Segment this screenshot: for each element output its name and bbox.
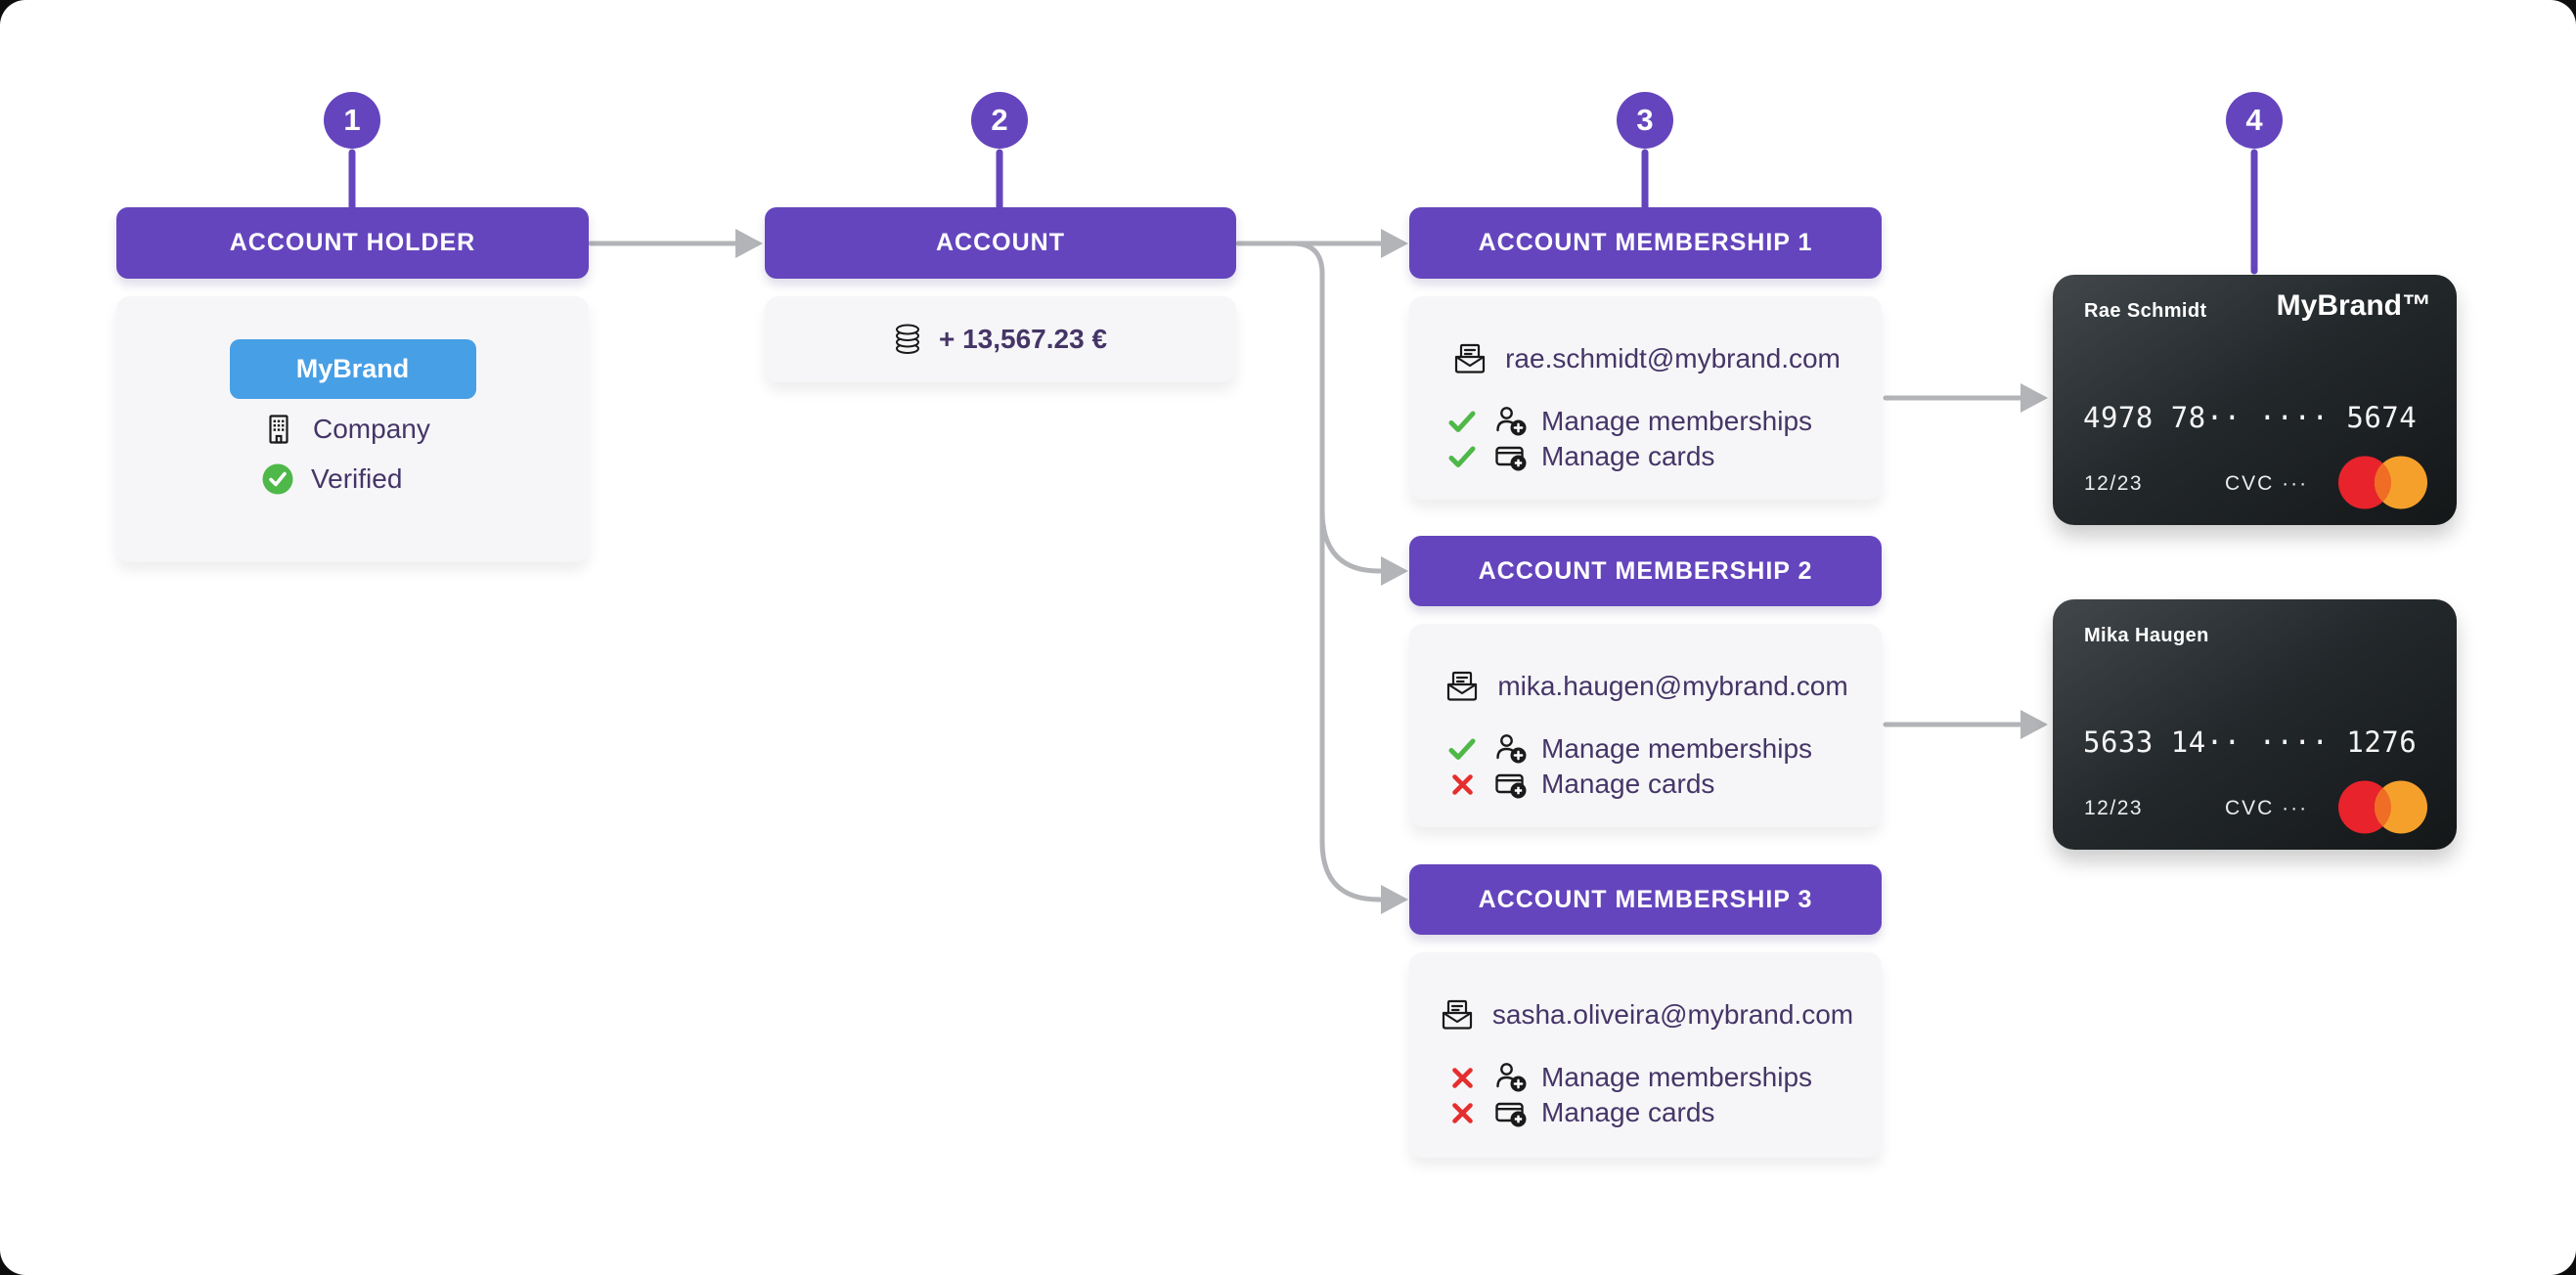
verified-check-circle-icon [262, 463, 293, 495]
permission-label: Manage cards [1541, 1097, 1715, 1127]
balance-amount: + 13,567.23 € [938, 324, 1108, 354]
cross-icon [1451, 773, 1473, 795]
card-add-icon [1493, 439, 1529, 474]
envelope-icon [1442, 999, 1472, 1030]
check-icon [1448, 446, 1476, 467]
membership-2-email-row: mika.haugen@mybrand.com [1409, 667, 1882, 706]
brand-badge: MyBrand [229, 339, 476, 399]
payment-card-2: Mika Haugen 5633 14·· ···· 1276 12/23 CV… [2053, 599, 2457, 850]
membership-2-permissions: Manage memberships Manage cards [1447, 731, 1812, 802]
account-header: ACCOUNT [765, 207, 1236, 279]
card-add-icon [1493, 767, 1529, 802]
step-circle-4: 4 [2226, 92, 2283, 149]
membership-3-permissions: Manage memberships Manage cards [1447, 1060, 1812, 1130]
step-stem-lines [348, 149, 2258, 275]
cardholder-name: Mika Haugen [2084, 625, 2209, 646]
mastercard-icon [2338, 456, 2427, 509]
membership-email: sasha.oliveira@mybrand.com [1491, 999, 1854, 1030]
brand-badge-label: MyBrand [295, 354, 410, 383]
membership-3-header: ACCOUNT MEMBERSHIP 3 [1409, 864, 1882, 935]
membership-1-card: rae.schmidt@mybrand.com Manage membershi… [1409, 296, 1882, 500]
permission-label: Manage memberships [1541, 1062, 1813, 1092]
envelope-icon [1447, 671, 1478, 701]
permission-label: Manage memberships [1541, 733, 1813, 764]
card-number: 5633 14·· ···· 1276 [2083, 725, 2418, 759]
cross-icon [1451, 1067, 1473, 1088]
person-add-icon [1493, 731, 1529, 767]
permission-status-icon [1447, 1101, 1477, 1125]
person-add-icon [1493, 404, 1529, 439]
company-row: Company [261, 412, 430, 447]
step-circle-1: 1 [324, 92, 380, 149]
card-expiry: 12/23 [2084, 797, 2144, 819]
card-add-icon [1493, 1095, 1529, 1130]
account-holder-card: MyBrand Company [116, 296, 589, 562]
check-icon [1448, 411, 1476, 432]
step-circle-3: 3 [1617, 92, 1673, 149]
step-circle-2: 2 [971, 92, 1028, 149]
membership-3-card: sasha.oliveira@mybrand.com Manage member… [1409, 952, 1882, 1158]
membership-3-email-row: sasha.oliveira@mybrand.com [1409, 995, 1882, 1034]
check-icon [1448, 738, 1476, 760]
membership-1-permissions: Manage memberships Manage cards [1447, 404, 1812, 474]
card-brand-logo: MyBrand™ [2276, 289, 2431, 322]
permission-status-icon [1447, 443, 1477, 470]
payment-card-1: Rae Schmidt MyBrand™ 4978 78·· ···· 5674… [2053, 275, 2457, 525]
holder-attributes: Company Verified [261, 412, 430, 497]
permission-label: Manage cards [1541, 441, 1715, 471]
membership-email: rae.schmidt@mybrand.com [1505, 343, 1841, 374]
permission-status-icon [1447, 408, 1477, 435]
verified-row: Verified [261, 462, 430, 497]
permission-status-icon [1447, 772, 1477, 797]
membership-1-header: ACCOUNT MEMBERSHIP 1 [1409, 207, 1882, 279]
card-cvc: CVC ··· [2225, 472, 2309, 495]
card-cvc: CVC ··· [2225, 797, 2309, 819]
cardholder-name: Rae Schmidt [2084, 300, 2207, 322]
permission-row: Manage cards [1447, 1095, 1812, 1130]
permission-status-icon [1447, 1066, 1477, 1090]
membership-2-header: ACCOUNT MEMBERSHIP 2 [1409, 536, 1882, 606]
building-icon [269, 415, 289, 444]
coins-icon [895, 324, 919, 354]
company-label: Company [313, 414, 430, 444]
verified-label: Verified [311, 463, 403, 494]
permission-row: Manage memberships [1447, 404, 1812, 439]
envelope-icon [1455, 343, 1486, 374]
mastercard-icon [2338, 780, 2427, 834]
account-balance-card: + 13,567.23 € [765, 296, 1236, 382]
membership-email: mika.haugen@mybrand.com [1497, 671, 1848, 701]
permission-label: Manage cards [1541, 769, 1715, 799]
permission-row: Manage memberships [1447, 1060, 1812, 1095]
membership-1-email-row: rae.schmidt@mybrand.com [1409, 339, 1882, 378]
person-add-icon [1493, 1060, 1529, 1095]
balance-row: + 13,567.23 € [894, 324, 1107, 355]
permission-label: Manage memberships [1541, 406, 1813, 436]
card-expiry: 12/23 [2084, 472, 2144, 495]
card-number: 4978 78·· ···· 5674 [2083, 401, 2418, 434]
permission-row: Manage memberships [1447, 731, 1812, 767]
membership-2-card: mika.haugen@mybrand.com Manage membershi… [1409, 624, 1882, 827]
permission-row: Manage cards [1447, 439, 1812, 474]
permission-row: Manage cards [1447, 767, 1812, 802]
cross-icon [1451, 1102, 1473, 1123]
permission-status-icon [1447, 735, 1477, 763]
account-holder-header: ACCOUNT HOLDER [116, 207, 589, 279]
